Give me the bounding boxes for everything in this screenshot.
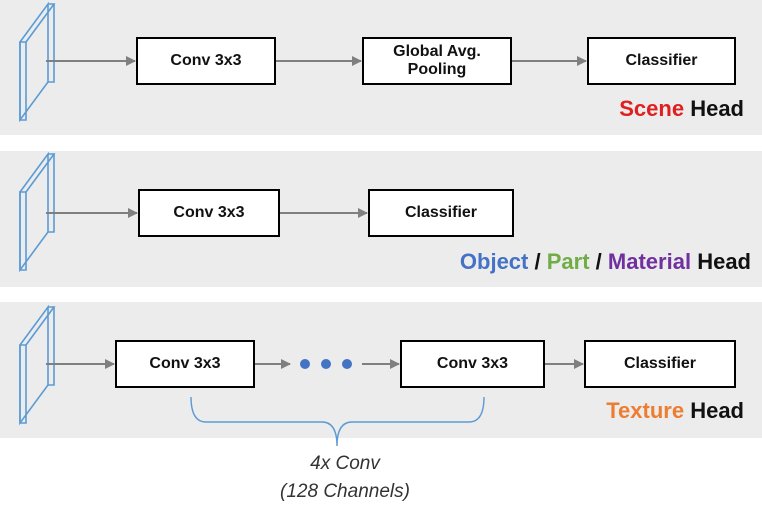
conv-3x3-box: Conv 3x3 [136, 37, 276, 85]
head-label-part: Scene [619, 96, 685, 121]
global-avg-pooling-box: Global Avg. Pooling [362, 37, 512, 85]
texture-head-label: Texture Head [606, 398, 744, 424]
input-feature-map-2 [19, 151, 56, 273]
head-label-part: Head [697, 249, 751, 274]
ellipsis-dot [300, 359, 310, 369]
conv-3x3-box: Conv 3x3 [400, 340, 545, 388]
classifier-box: Classifier [587, 37, 736, 85]
head-label-part: / [595, 249, 602, 274]
conv-3x3-box: Conv 3x3 [115, 340, 255, 388]
curly-brace [190, 396, 485, 447]
head-label-part: Head [690, 398, 744, 423]
ellipsis-dot [342, 359, 352, 369]
head-label-part: / [534, 249, 541, 274]
head-label-part: Part [546, 249, 590, 274]
classifier-box: Classifier [368, 189, 514, 237]
object-part-material-head-label: Object / Part / Material Head [460, 249, 751, 275]
head-label-part: Material [607, 249, 692, 274]
head-label-part: Object [459, 249, 529, 274]
ellipsis-dot [321, 359, 331, 369]
head-label-part: Texture [606, 398, 685, 423]
conv-3x3-box: Conv 3x3 [138, 189, 280, 237]
input-feature-map-3 [19, 304, 56, 426]
conv-stack-caption-line2: (128 Channels) [280, 481, 410, 502]
head-label-part: Head [690, 96, 744, 121]
scene-head-label: Scene Head [619, 96, 744, 122]
conv-stack-caption-line1: 4x Conv [310, 453, 380, 474]
classifier-box: Classifier [584, 340, 736, 388]
input-feature-map-1 [19, 1, 56, 123]
